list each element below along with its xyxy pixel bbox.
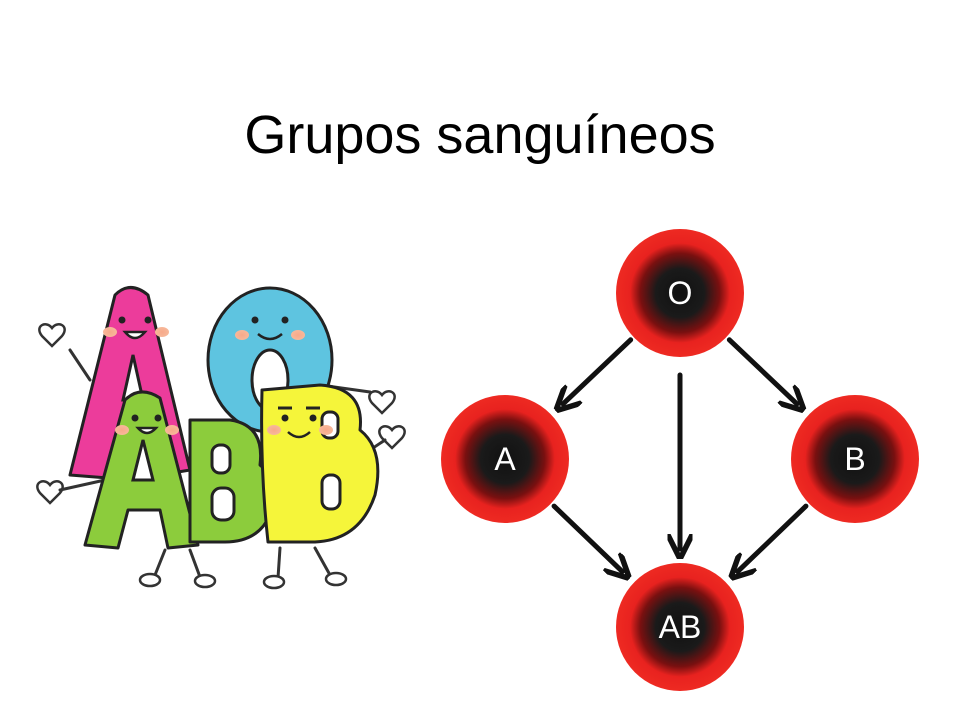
arrow-a-to-ab	[551, 503, 622, 572]
arrow-o-to-a	[563, 337, 634, 404]
blood-group-diagram: O A B AB	[441, 229, 919, 691]
heart-icon	[38, 323, 66, 348]
character-ab-a	[83, 390, 200, 550]
blood-type-characters-illustration	[36, 286, 406, 590]
character-b	[260, 383, 380, 544]
arrow-o-to-b	[726, 337, 797, 404]
node-a-label: A	[494, 441, 516, 477]
node-a: A	[441, 395, 569, 523]
arrow-b-to-ab	[738, 503, 809, 572]
slide-title: Grupos sanguíneos	[244, 105, 716, 165]
node-o-label: O	[668, 275, 693, 311]
diagram-edges	[551, 337, 809, 572]
node-o: O	[616, 229, 744, 357]
node-ab-label: AB	[659, 609, 702, 645]
node-b: B	[791, 395, 919, 523]
node-ab: AB	[616, 563, 744, 691]
heart-icon	[368, 390, 396, 415]
node-b-label: B	[844, 441, 865, 477]
heart-icon	[378, 425, 406, 450]
heart-icon	[36, 480, 64, 505]
